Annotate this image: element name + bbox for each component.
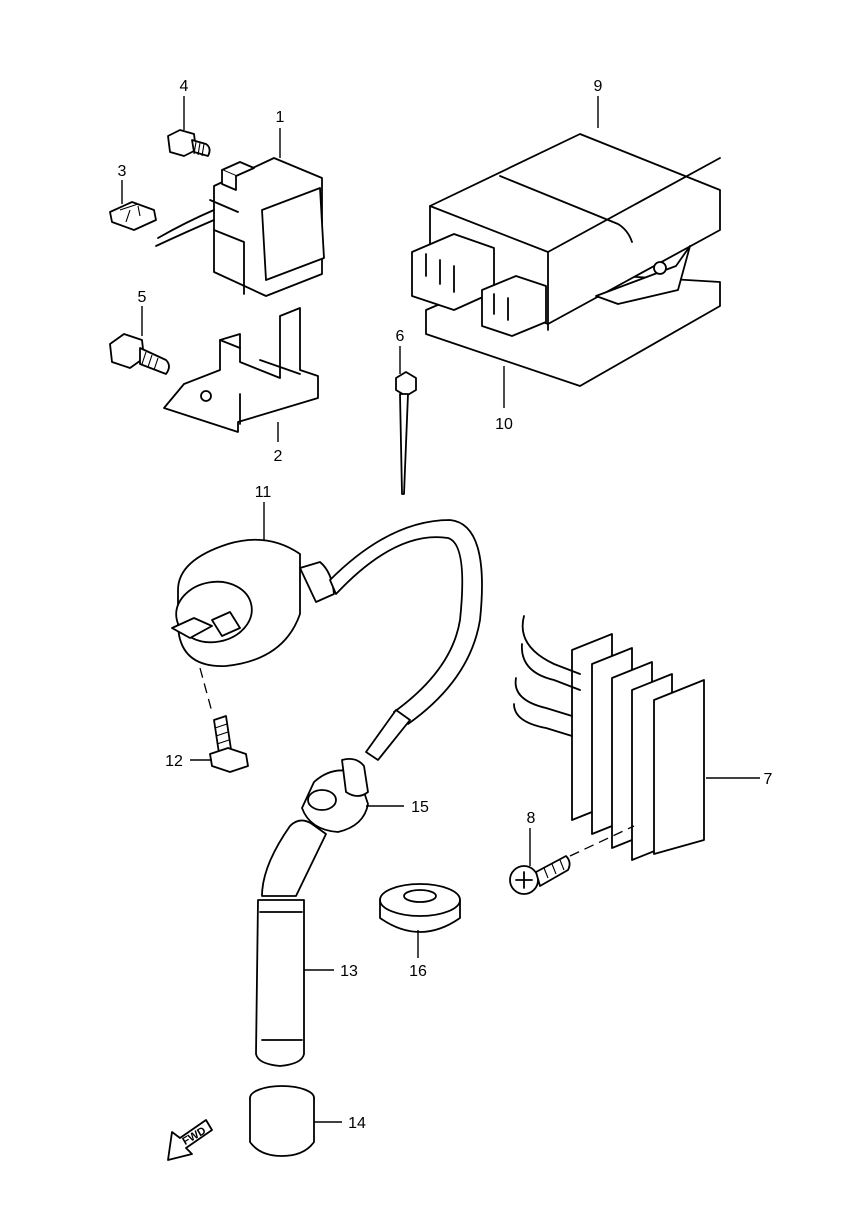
fwd-text: FWD [180, 1125, 208, 1148]
part-9-control-unit[interactable] [411, 133, 721, 337]
part-2-bracket[interactable] [163, 307, 319, 433]
part-12-bolt[interactable] [209, 715, 249, 773]
label-part-5: 5 [138, 289, 147, 306]
part-labels: 1 2 3 4 5 6 7 8 9 10 11 12 13 14 15 16 [118, 78, 773, 1132]
part-11-ignition-coil[interactable] [171, 519, 483, 761]
label-part-4: 4 [180, 78, 189, 95]
label-part-12: 12 [165, 753, 183, 770]
label-part-6: 6 [396, 328, 405, 345]
label-part-3: 3 [118, 163, 127, 180]
fwd-direction-badge: FWD [167, 1119, 213, 1161]
part-7-regulator[interactable] [513, 615, 705, 861]
label-part-14: 14 [348, 1115, 366, 1132]
part-5-bolt[interactable] [109, 333, 170, 375]
label-part-2: 2 [274, 448, 283, 465]
label-part-10: 10 [495, 416, 513, 433]
part-6-cable-tie[interactable] [395, 371, 417, 495]
part-1-relay[interactable] [155, 157, 325, 297]
part-13-plug-cap[interactable] [255, 819, 327, 1067]
label-part-7: 7 [764, 771, 773, 788]
label-part-15: 15 [411, 799, 429, 816]
label-part-13: 13 [340, 963, 358, 980]
leader-lines [121, 96, 760, 1123]
label-part-11: 11 [255, 484, 272, 501]
part-4-bolt[interactable] [167, 129, 211, 157]
label-part-9: 9 [594, 78, 603, 95]
part-8-screw[interactable] [509, 855, 571, 895]
part-14-boot[interactable] [249, 1085, 315, 1157]
label-part-1: 1 [276, 109, 285, 126]
part-16-grommet[interactable] [379, 883, 461, 933]
label-part-16: 16 [409, 963, 427, 980]
part-15-seal[interactable] [301, 757, 369, 833]
label-part-8: 8 [527, 810, 536, 827]
part-3-clip[interactable] [109, 201, 157, 231]
